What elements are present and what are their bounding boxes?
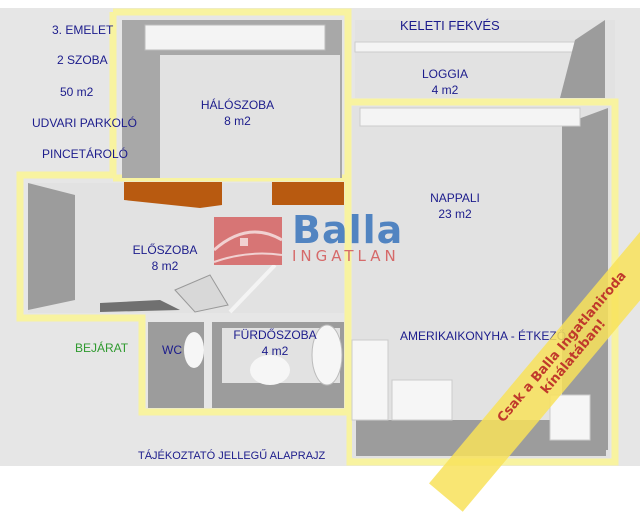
- bedroom-floor: [160, 55, 340, 178]
- wardrobe-right: [272, 182, 344, 205]
- area-label: 50 m2: [60, 85, 94, 99]
- bedroom-label: HÁLÓSZOBA 8 m2: [190, 97, 285, 129]
- bedroom-name: HÁLÓSZOBA: [200, 98, 275, 112]
- balla-logo-icon: [213, 217, 283, 265]
- bedroom-window: [144, 24, 326, 51]
- hall-area: 8 m2: [151, 259, 179, 273]
- loggia-name: LOGGIA: [421, 67, 468, 81]
- wardrobe-left: [124, 182, 222, 208]
- living-label: NAPPALI 23 m2: [420, 190, 490, 222]
- loggia-railing: [354, 41, 578, 53]
- bathroom-name: FÜRDŐSZOBA: [233, 328, 317, 342]
- rooms-count-label: 2 SZOBA: [57, 53, 108, 67]
- washbasin: [250, 355, 290, 385]
- sink-unit: [391, 379, 453, 421]
- loggia-label: LOGGIA 4 m2: [410, 66, 480, 98]
- parking-label: UDVARI PARKOLÓ: [32, 116, 137, 130]
- watermark-sub: INGATLAN: [292, 247, 400, 265]
- bathtub: [311, 324, 343, 386]
- stove: [549, 394, 591, 441]
- wc-label: WC: [162, 343, 182, 357]
- storage-label: PINCETÁROLÓ: [42, 147, 129, 161]
- watermark-brand: Balla: [292, 208, 404, 252]
- bathroom-area: 4 m2: [261, 344, 289, 358]
- bedroom-area: 8 m2: [224, 114, 251, 128]
- footer-note: TÁJÉKOZTATÓ JELLEGŰ ALAPRAJZ: [138, 450, 326, 462]
- loggia-area: 4 m2: [431, 83, 459, 97]
- hall-name: ELŐSZOBA: [132, 243, 198, 257]
- entrance-label: BEJÁRAT: [75, 341, 129, 355]
- hall-label: ELŐSZOBA 8 m2: [125, 242, 205, 274]
- door: [174, 274, 229, 313]
- fridge: [351, 339, 389, 421]
- living-window: [359, 107, 581, 127]
- floor-label: 3. EMELET: [52, 23, 114, 37]
- bathroom-label: FÜRDŐSZOBA 4 m2: [225, 327, 325, 359]
- floor-plan: [0, 8, 640, 466]
- kitchen-label: AMERIKAIKONYHA - ÉTKEZŐ: [400, 329, 567, 343]
- living-area: 23 m2: [438, 207, 472, 221]
- toilet: [184, 332, 204, 368]
- orientation-label: KELETI FEKVÉS: [400, 18, 500, 33]
- living-name: NAPPALI: [430, 191, 480, 205]
